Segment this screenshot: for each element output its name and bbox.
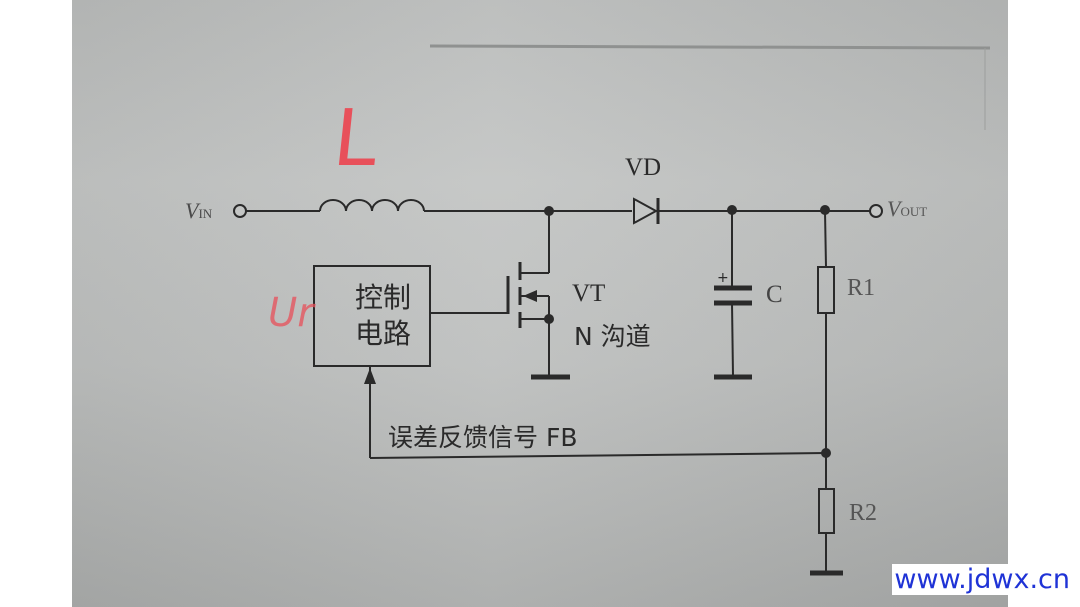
ur-handwritten-label: Ur (268, 290, 314, 336)
r1-label: R1 (847, 275, 876, 301)
svg-text:+: + (717, 270, 729, 286)
schematic-photo: + VIN L VD VOUT 控制 电路 Ur VT N 沟道 C R1 R2… (72, 0, 1008, 607)
r2-label: R2 (849, 500, 878, 526)
capacitor-label: C (766, 281, 783, 308)
inductor-handwritten-label: L (329, 94, 383, 184)
vout-label: VOUT (887, 196, 928, 221)
mosfet-label: VT (572, 280, 606, 307)
watermark: www.jdwx.cn (892, 564, 1072, 595)
vin-label: VIN (185, 198, 213, 223)
paper-shading (72, 0, 1008, 607)
circuit-wiring: + (233, 44, 991, 576)
control-block-label: 控制 电路 (354, 281, 411, 350)
feedback-signal-label: 误差反馈信号 FB (388, 423, 578, 452)
diode-label: VD (625, 154, 662, 181)
mosfet-type-label: N 沟道 (574, 322, 651, 351)
